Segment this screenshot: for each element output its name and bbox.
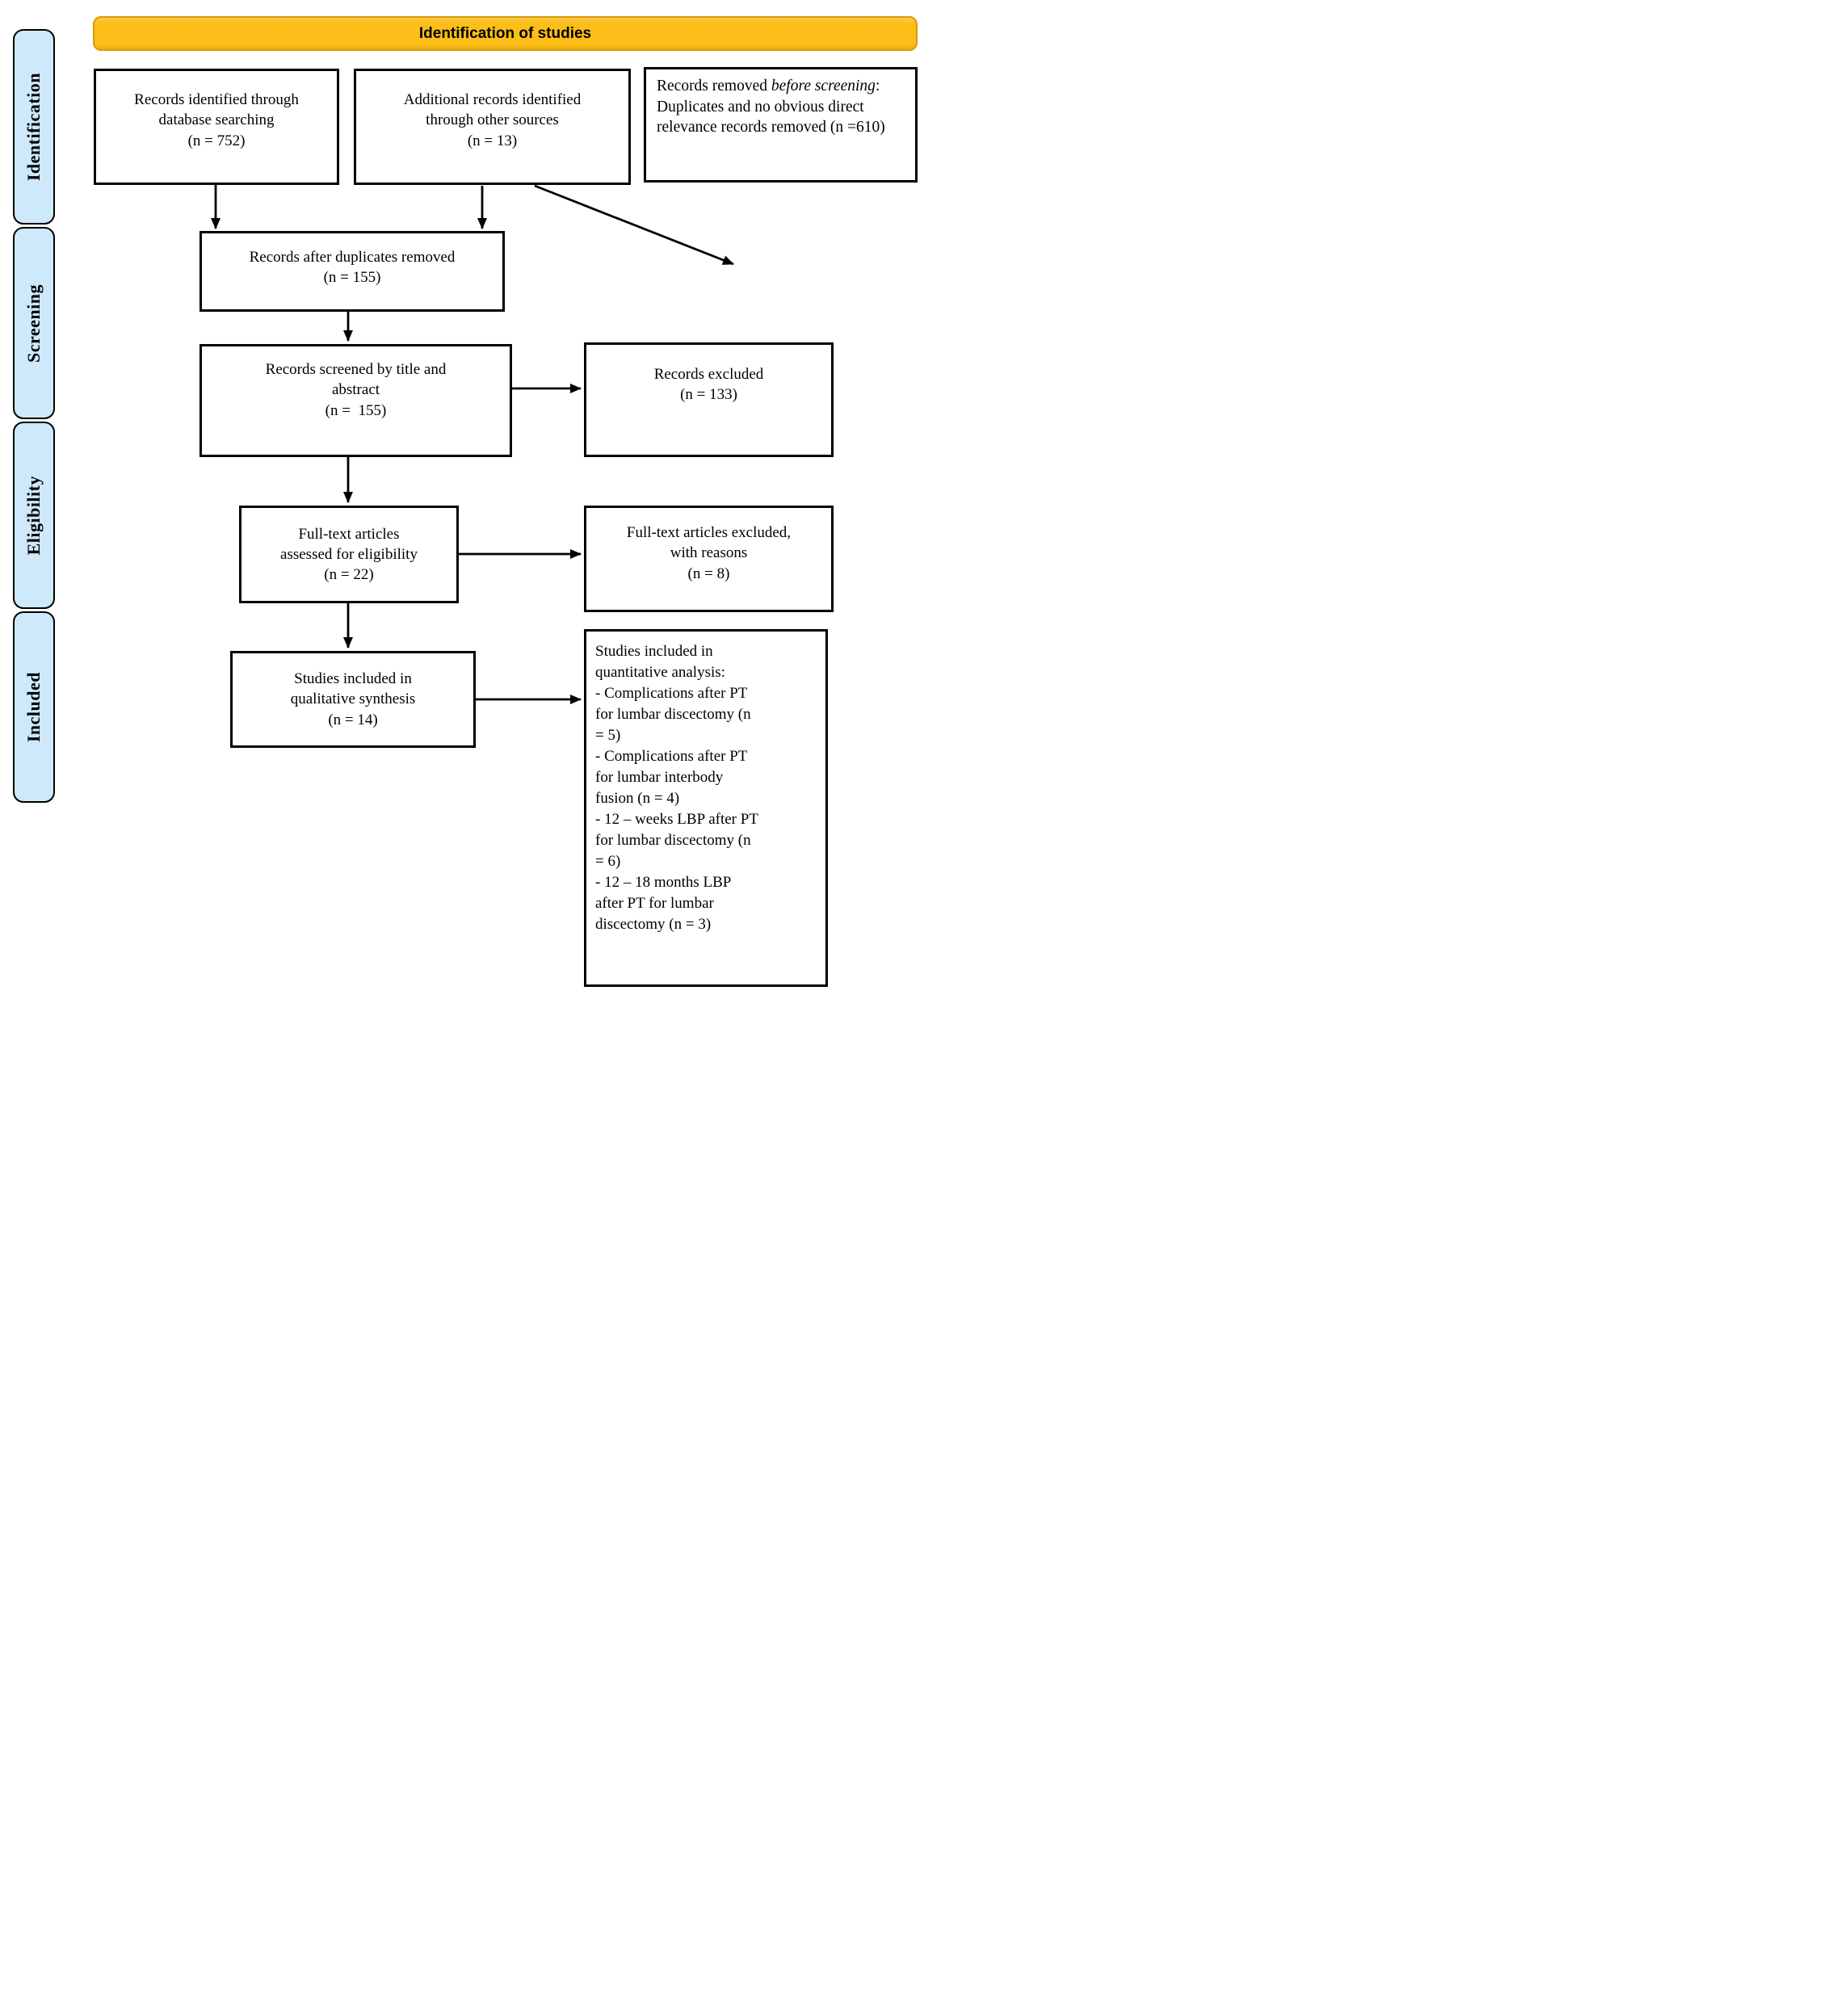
box-fulltext-excluded: Full-text articles excluded,with reasons…	[584, 506, 834, 612]
box-fulltext-excluded-text: Full-text articles excluded,with reasons…	[626, 524, 792, 582]
banner-identification-of-studies: Identification of studies	[93, 16, 918, 51]
phase-tab-screening: Screening	[13, 227, 55, 419]
box-records-removed-before-screening-text: Records removed before screening: Duplic…	[657, 76, 905, 138]
removed-before-text-1: Records removed	[657, 78, 771, 94]
box-records-after-duplicates-text: Records after duplicates removed(n = 155…	[249, 248, 456, 286]
removed-before-text-italic: before screening	[771, 78, 876, 94]
arrow-removed-before-screening-diagonal	[534, 184, 734, 266]
phase-tab-identification: Identification	[13, 29, 55, 225]
phase-tab-screening-label: Screening	[23, 283, 44, 363]
banner-label: Identification of studies	[418, 24, 592, 42]
phase-tab-included: Included	[13, 611, 55, 803]
phase-tab-eligibility-label: Eligibility	[23, 475, 44, 556]
box-records-excluded-text: Records excluded(n = 133)	[653, 365, 764, 403]
removed-before-text-2: : Duplicates and no obvious direct relev…	[657, 78, 885, 136]
box-records-removed-before-screening: Records removed before screening: Duplic…	[644, 67, 918, 183]
prisma-flow-diagram: Identification of studies Identification…	[0, 0, 924, 999]
box-records-excluded: Records excluded(n = 133)	[584, 342, 834, 457]
phase-tab-eligibility: Eligibility	[13, 422, 55, 609]
box-records-after-duplicates: Records after duplicates removed(n = 155…	[200, 231, 505, 312]
phase-tab-identification-label: Identification	[23, 72, 44, 182]
phase-tab-included-label: Included	[23, 671, 44, 743]
